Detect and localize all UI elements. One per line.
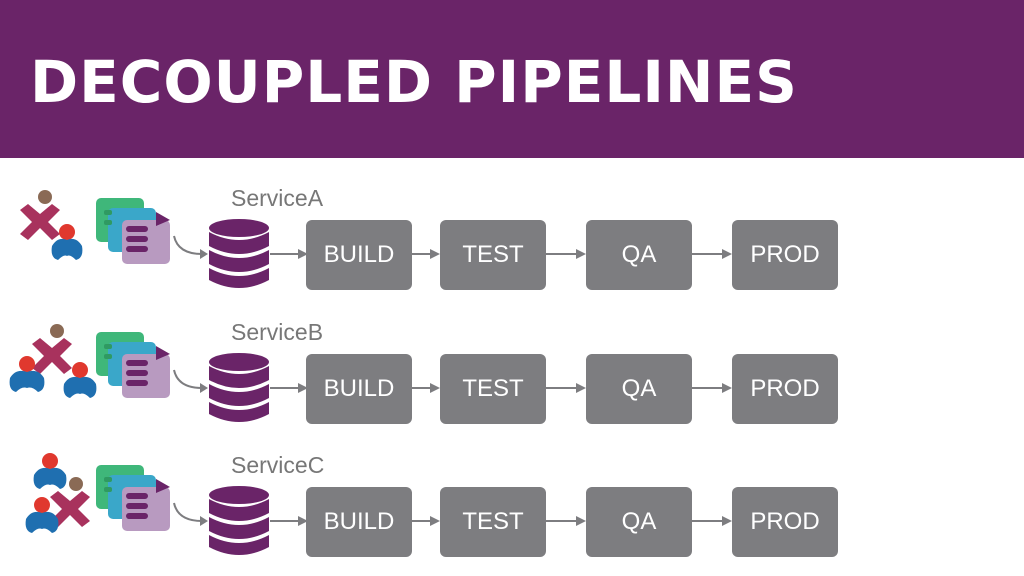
team-icon — [9, 324, 97, 398]
stage-qa: QA — [586, 220, 692, 290]
service-name: ServiceA — [231, 185, 324, 211]
arrow-right-icon — [692, 516, 732, 526]
stage-prod: PROD — [732, 220, 838, 290]
arrow-right-icon — [692, 383, 732, 393]
database-icon — [209, 486, 269, 555]
arrow-right-icon — [270, 249, 308, 259]
header-banner: DECOUPLED PIPELINES — [0, 0, 1024, 158]
stage-test: TEST — [440, 354, 546, 424]
stage-qa: QA — [586, 354, 692, 424]
stage-build: BUILD — [306, 354, 412, 424]
page-title: DECOUPLED PIPELINES — [30, 48, 798, 116]
code-repository-icon — [96, 332, 170, 398]
curved-arrow-icon — [173, 502, 208, 526]
team-icon — [20, 190, 83, 260]
stage-test: TEST — [440, 220, 546, 290]
stage-qa: QA — [586, 487, 692, 557]
arrow-right-icon — [546, 383, 586, 393]
service-name: ServiceB — [231, 319, 324, 345]
curved-arrow-icon — [173, 235, 208, 259]
code-repository-icon — [96, 198, 170, 264]
stage-prod: PROD — [732, 487, 838, 557]
stage-test: TEST — [440, 487, 546, 557]
database-icon — [209, 219, 269, 288]
arrow-right-icon — [270, 383, 308, 393]
arrow-right-icon — [412, 249, 440, 259]
stage-prod: PROD — [732, 354, 838, 424]
pipeline-row-service-c: ServiceC BUILD TEST QA PROD — [0, 451, 1024, 561]
stage-build: BUILD — [306, 487, 412, 557]
database-icon — [209, 353, 269, 422]
team-icon — [25, 453, 90, 533]
arrow-right-icon — [546, 249, 586, 259]
stage-build: BUILD — [306, 220, 412, 290]
arrow-right-icon — [546, 516, 586, 526]
arrow-right-icon — [270, 516, 308, 526]
pipeline-row-service-b: ServiceB BUILD TEST QA PROD — [0, 318, 1024, 428]
arrow-right-icon — [412, 383, 440, 393]
arrow-right-icon — [692, 249, 732, 259]
arrow-right-icon — [412, 516, 440, 526]
curved-arrow-icon — [173, 369, 208, 393]
service-name: ServiceC — [231, 452, 325, 478]
code-repository-icon — [96, 465, 170, 531]
pipeline-row-service-a: ServiceA BUILD TEST QA PROD — [0, 184, 1024, 294]
